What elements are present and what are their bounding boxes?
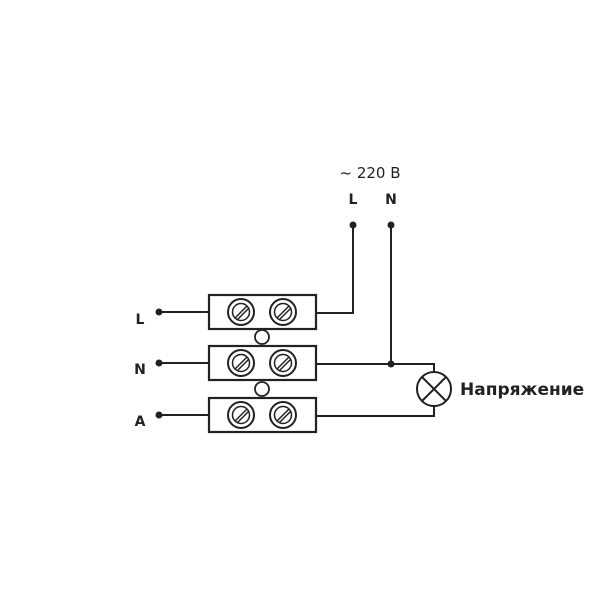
- terminal-row-n: [207, 344, 318, 382]
- terminal-label-l: L: [136, 312, 145, 328]
- screw-icon: [269, 349, 297, 377]
- input-wire-l: [155, 308, 209, 316]
- terminal-label-a: A: [135, 414, 146, 430]
- separator-hole: [254, 381, 270, 397]
- supply-line-wire: [316, 221, 357, 314]
- screw-icon: [227, 349, 255, 377]
- terminal-row-a: [207, 396, 318, 434]
- supply-line-label: L: [349, 192, 358, 208]
- supply-neutral-wire: [387, 221, 395, 368]
- lamp-label: Напряжение: [460, 380, 584, 400]
- screw-icon: [227, 298, 255, 326]
- terminal-label-n: N: [134, 362, 146, 378]
- supply-neutral-label: N: [385, 192, 397, 208]
- screw-icon: [269, 298, 297, 326]
- lamp-wiring: [316, 363, 435, 417]
- supply-voltage-label: ~ 220 В: [339, 164, 400, 182]
- separator-hole: [254, 329, 270, 345]
- lamp-icon: [416, 371, 452, 407]
- terminal-block: [207, 293, 318, 434]
- input-wire-n: [155, 359, 209, 367]
- terminal-row-l: [207, 293, 318, 331]
- input-wire-a: [155, 411, 209, 419]
- screw-icon: [269, 401, 297, 429]
- screw-icon: [227, 401, 255, 429]
